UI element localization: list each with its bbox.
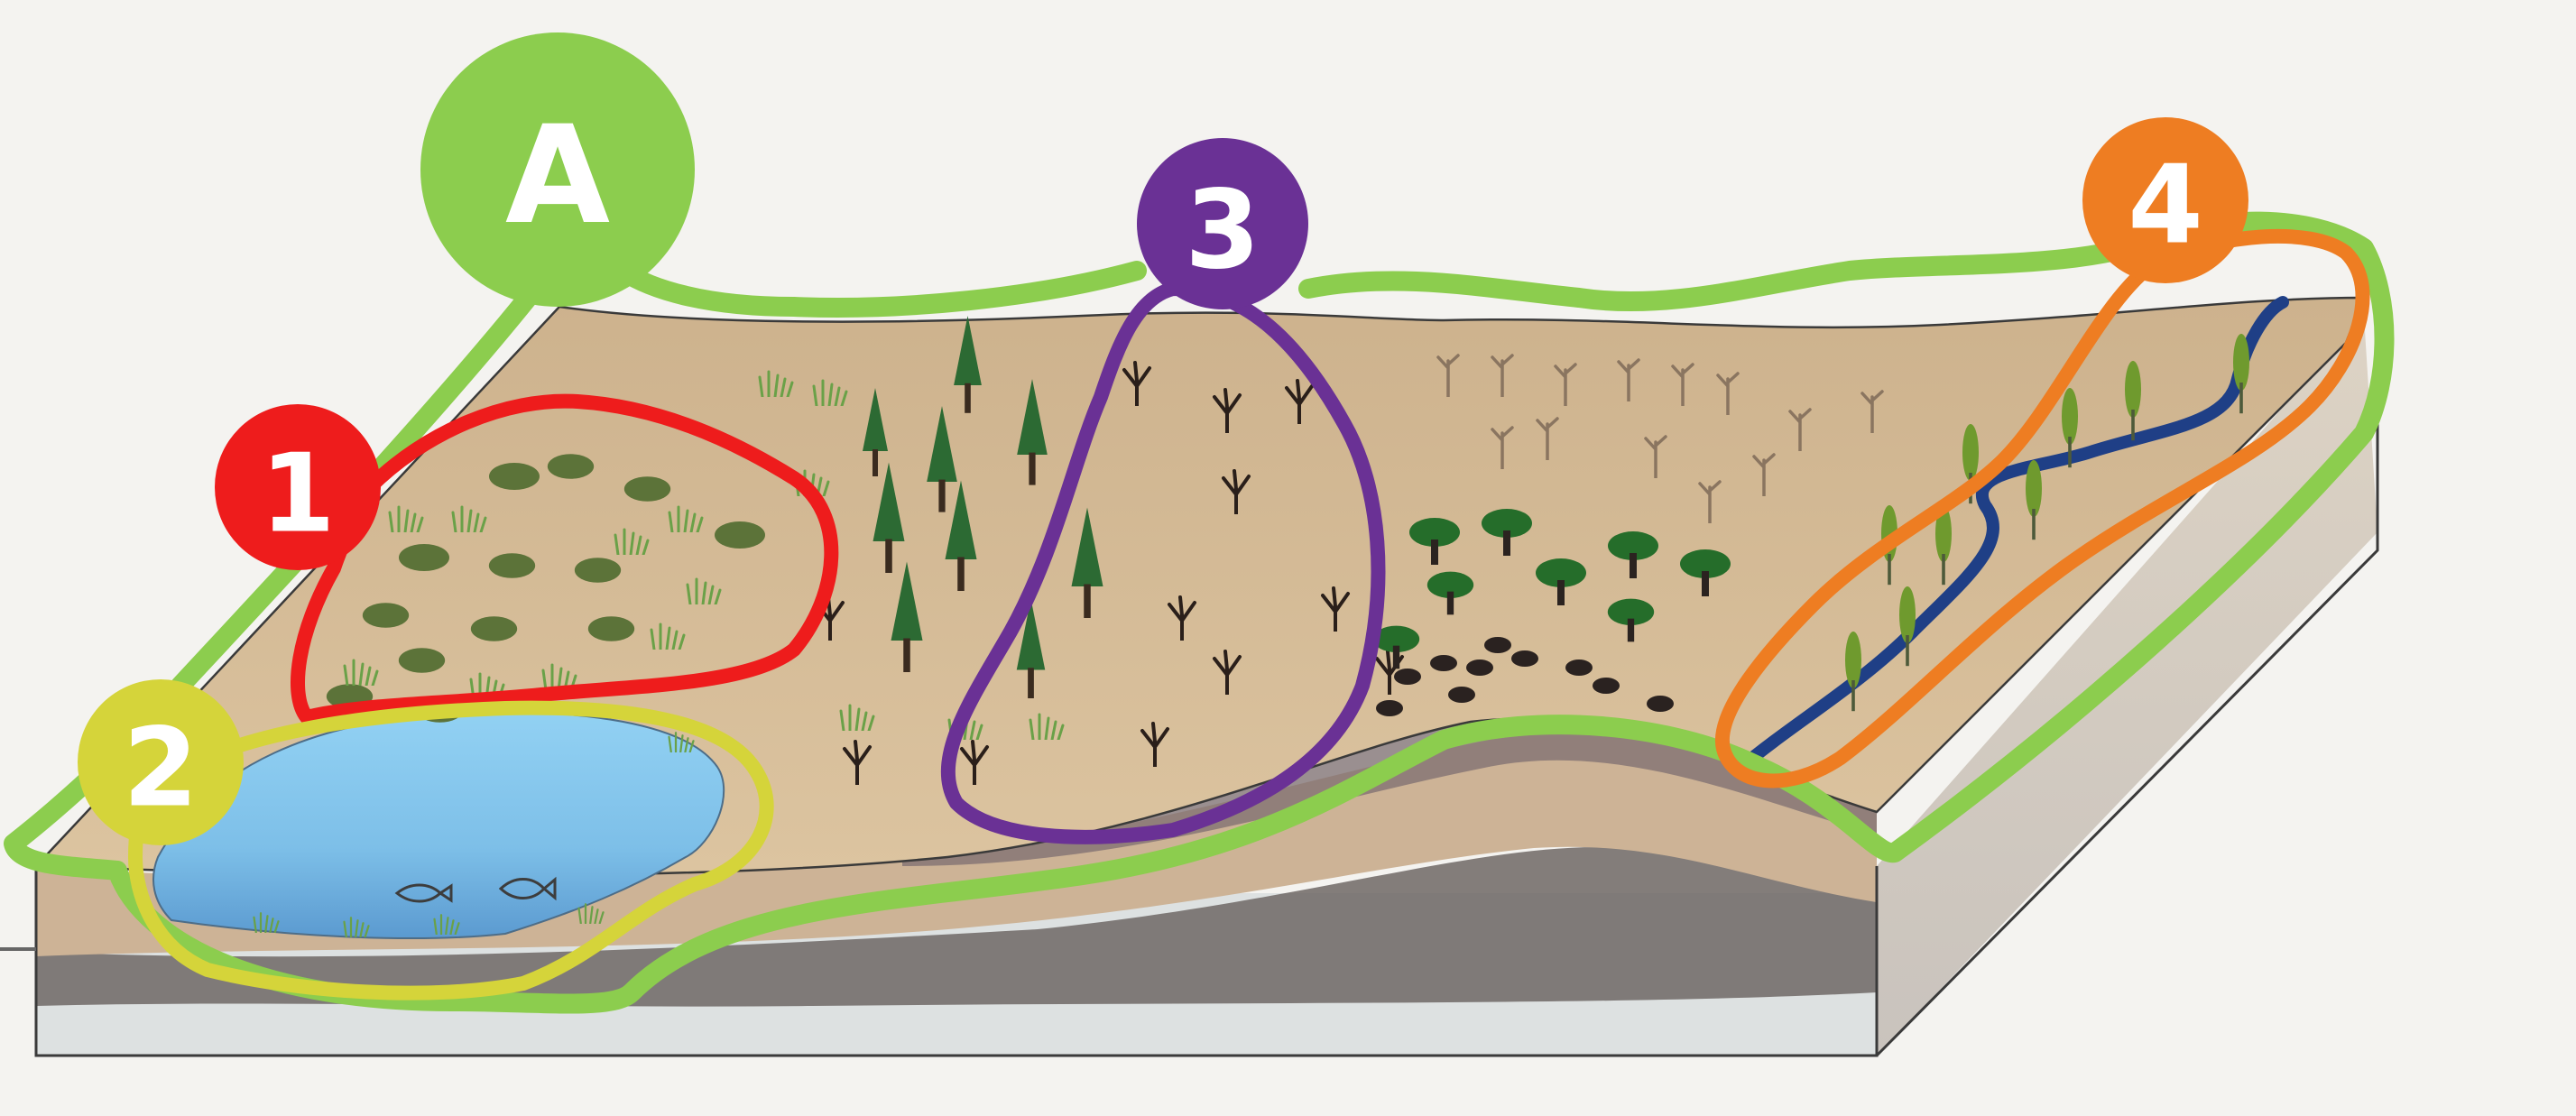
marker-4-circle [2082,117,2248,283]
marker-4: 4 [2082,117,2248,283]
dark-soil-layer [36,847,1877,1007]
block-right-face [1877,316,2377,1056]
zone-3-outline [940,281,1386,844]
marker-2: 2 [78,679,244,845]
marker-a-label: A [505,97,610,254]
marker-1: 1 [215,404,381,570]
marker-3: 3 [1137,138,1308,309]
marker-a-circle [420,32,695,307]
fish-icon [498,876,557,901]
zone-a-outline-top [613,261,1147,318]
marker-a: A [420,32,695,307]
marker-1-label: 1 [260,432,336,558]
deciduous-grove [1372,509,1731,716]
fish-icon [394,883,453,903]
zone-2-outline [128,700,774,1001]
marker-1-circle [215,404,381,570]
marker-2-label: 2 [123,706,199,832]
marker-2-circle [78,679,244,845]
zone-1-outline [291,393,839,724]
marker-3-label: 3 [1185,169,1260,294]
zone-a-outline [4,211,2395,1014]
fish-icon-group [394,876,557,903]
zone-4-outline [1714,228,2370,789]
marker-4-label: 4 [2128,143,2203,269]
marker-3-circle [1137,138,1308,309]
